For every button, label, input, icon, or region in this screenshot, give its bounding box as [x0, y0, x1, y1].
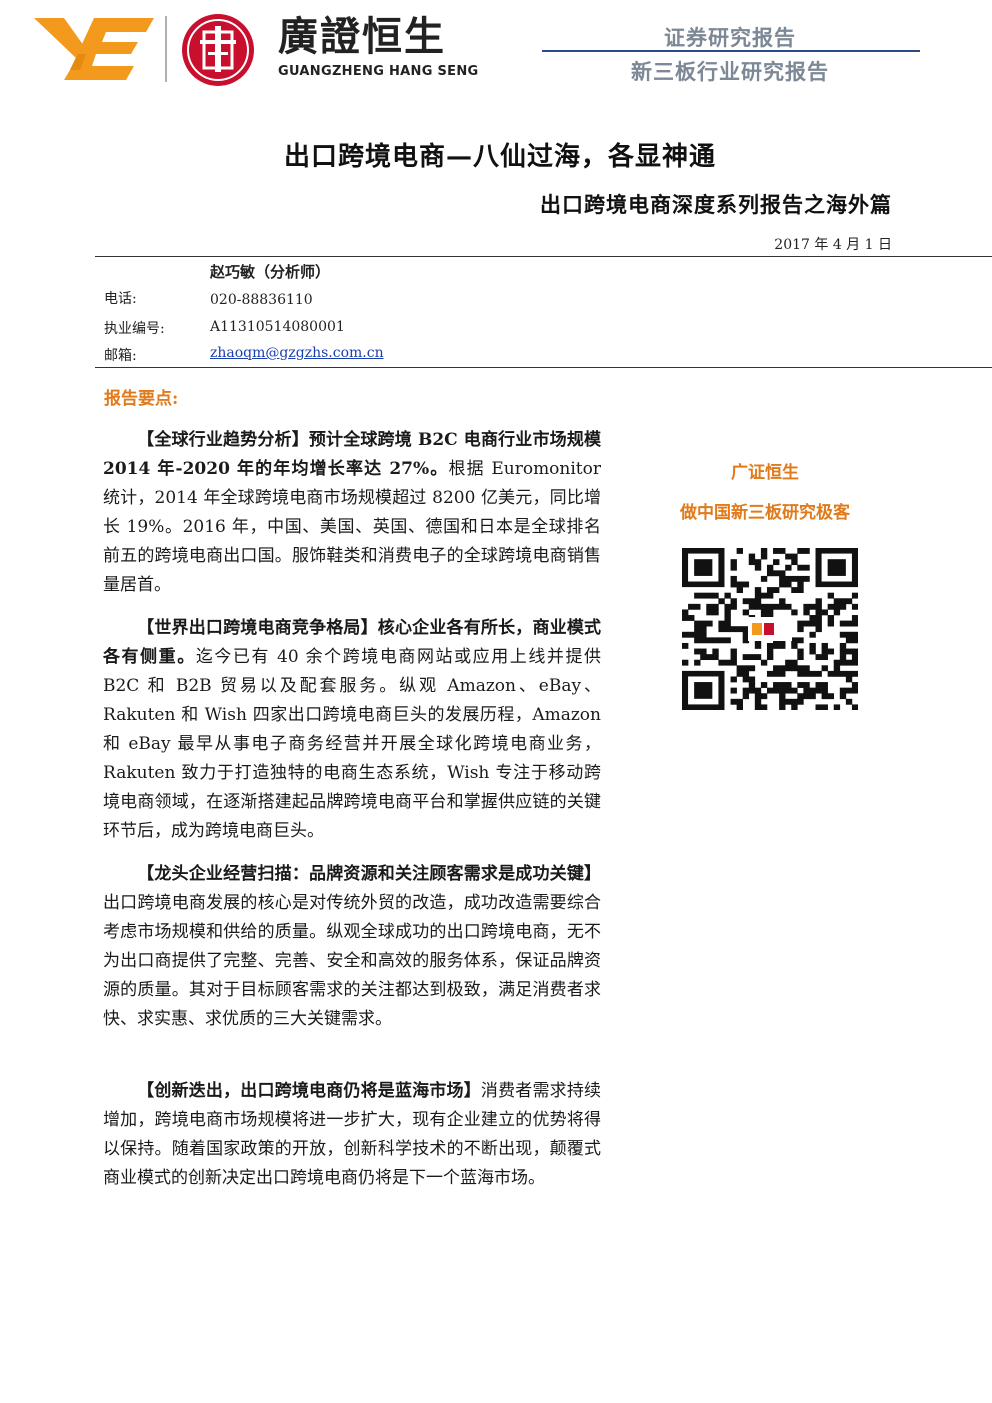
sidebar-brand: 广证恒生 — [731, 463, 799, 483]
paragraph-lead: 【创新迭出，出口跨境电商仍将是蓝海市场】 — [137, 1081, 481, 1101]
report-subtitle: 出口跨境电商深度系列报告之海外篇 — [540, 192, 892, 217]
company-logo-mark — [34, 14, 154, 84]
email-label: 邮箱: — [104, 348, 137, 364]
email-link[interactable]: zhaoqm@gzgzhs.com.cn — [210, 345, 384, 361]
qr-code-icon — [682, 548, 859, 711]
report-type: 新三板行业研究报告 — [631, 60, 829, 84]
report-date: 2017 年 4 月 1 日 — [774, 237, 892, 253]
license-label: 执业编号: — [104, 321, 165, 337]
paragraph-body: 出口跨境电商发展的核心是对传统外贸的改造，成功改造需要综合考虑市场规模和供给的质… — [103, 893, 601, 1029]
paragraph-body: 消费者需求持续增加，跨境电商市场规模将进一步扩大，现有企业建立的优势将得以保持。… — [103, 1081, 602, 1188]
company-seal-logo — [180, 12, 256, 88]
paragraph-lead: 【全球行业趋势分析】预计全球跨境 B2C 电商行业市场规模 2014 年-202… — [103, 430, 601, 479]
brand-name-cn: 廣證恒生 — [278, 14, 446, 60]
paragraph-lead: 【龙头企业经营扫描：品牌资源和关注顾客需求是成功关键】 — [137, 864, 601, 884]
sidebar-slogan: 做中国新三板研究极客 — [680, 503, 850, 523]
header-rule — [542, 50, 920, 52]
report-title: 出口跨境电商—八仙过海，各显神通 — [283, 142, 716, 172]
paragraph-competition: 【世界出口跨境电商竞争格局】核心企业各有所长，商业模式各有侧重。迄今已有 40 … — [103, 614, 601, 846]
license-value: A1131051408000​1 — [210, 319, 345, 335]
report-category: 证券研究报告 — [664, 26, 796, 50]
phone-label: 电话: — [104, 291, 137, 307]
top-rule — [95, 256, 992, 257]
paragraph-body: 迄今已有 40 余个跨境电商网站或应用上线并提供 B2C 和 B2B 贸易以及配… — [103, 647, 602, 841]
brand-name-en: GUANGZHENG HANG SENG — [278, 64, 479, 79]
paragraph-body: 根据 Euromonitor 统计，2014 年全球跨境电商市场规模超过 820… — [103, 459, 602, 595]
key-points-heading: 报告要点: — [104, 389, 179, 409]
phone-value: 020-88836110 — [210, 292, 313, 308]
paragraph-innovation: 【创新迭出，出口跨境电商仍将是蓝海市场】消费者需求持续增加，跨境电商市场规模将进… — [103, 1077, 601, 1193]
paragraph-global-trend: 【全球行业趋势分析】预计全球跨境 B2C 电商行业市场规模 2014 年-202… — [103, 426, 601, 600]
paragraph-lead: 【世界出口跨境电商竞争格局】核心企业各有所长，商业模式各有侧重。 — [103, 618, 601, 667]
analyst-name: 赵巧敏（分析师） — [210, 263, 331, 281]
paragraph-leaders: 【龙头企业经营扫描：品牌资源和关注顾客需求是成功关键】出口跨境电商发展的核心是对… — [103, 860, 601, 1034]
logo-divider — [165, 16, 167, 82]
info-bottom-rule — [95, 367, 992, 368]
